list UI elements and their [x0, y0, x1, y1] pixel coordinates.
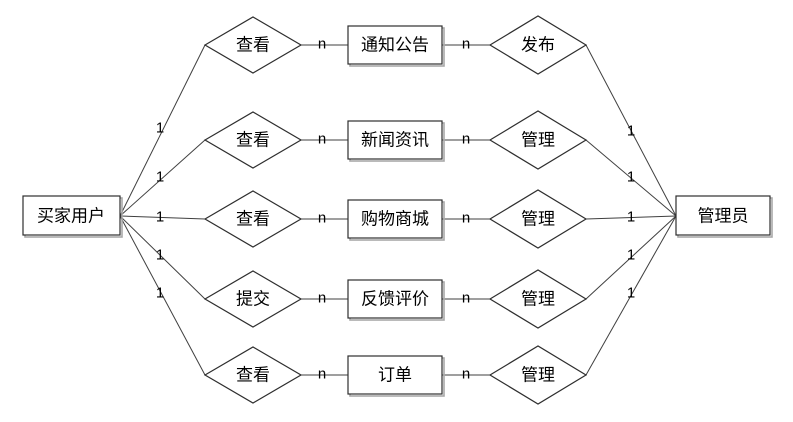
cardinality-label: 1	[156, 169, 164, 186]
object-label: 通知公告	[361, 36, 429, 55]
cardinality-label: 1	[627, 169, 635, 186]
relation-diamond-view-2	[203, 111, 303, 169]
relation-diamond-manage-4	[488, 269, 588, 329]
connector-relation-to-admin-4	[585, 215, 677, 300]
relationship-row-3: 查看 购物商城 管理 1 n n 1	[119, 189, 677, 249]
cardinality-label: n	[318, 210, 326, 227]
cardinality-label: 1	[156, 285, 164, 302]
relation-diamond-view-3	[203, 190, 303, 248]
relation-diamond-manage-3	[488, 189, 588, 249]
cardinality-label: n	[462, 366, 470, 383]
connector-buyer-to-relation-3	[119, 215, 206, 220]
cardinality-label: n	[318, 36, 326, 53]
connector-buyer-to-relation-5	[119, 215, 206, 376]
entity-buyer: 买家用户	[22, 195, 123, 238]
object-label: 反馈评价	[361, 290, 429, 309]
cardinality-label: n	[462, 36, 470, 53]
relationship-row-5: 查看 订单 管理 1 n n 1	[119, 215, 677, 405]
object-label: 订单	[378, 366, 412, 385]
connector-buyer-to-relation-1	[119, 44, 206, 217]
cardinality-label: n	[462, 290, 470, 307]
cardinality-label: n	[318, 131, 326, 148]
entity-buyer-label: 买家用户	[37, 207, 105, 226]
relation-diamond-view-1	[203, 16, 303, 74]
cardinality-label: 1	[627, 123, 635, 140]
cardinality-label: n	[318, 290, 326, 307]
cardinality-label: 1	[156, 209, 164, 226]
relation-label: 发布	[521, 36, 555, 55]
object-box-feedback	[347, 279, 443, 319]
relation-diamond-manage-2	[488, 110, 588, 170]
connector-relation-to-admin-3	[585, 215, 677, 220]
entity-admin-box	[675, 195, 771, 236]
cardinality-label: 1	[627, 247, 635, 264]
relation-label: 查看	[236, 131, 270, 150]
entity-admin-label: 管理员	[698, 207, 749, 226]
cardinality-label: 1	[156, 247, 164, 264]
object-label: 新闻资讯	[361, 131, 429, 150]
object-box-notice	[347, 25, 443, 65]
connector-relation-to-admin-5	[585, 215, 677, 376]
relation-label: 提交	[236, 290, 270, 309]
relation-label: 查看	[236, 366, 270, 385]
relationship-row-4: 提交 反馈评价 管理 1 n n 1	[119, 215, 677, 329]
object-box-news	[347, 120, 443, 160]
relationship-row-1: 查看 通知公告 发布 1 n n 1	[119, 15, 677, 217]
relation-label: 查看	[236, 36, 270, 55]
relation-label: 查看	[236, 210, 270, 229]
connector-buyer-to-relation-4	[119, 215, 206, 300]
cardinality-label: n	[462, 131, 470, 148]
cardinality-label: 1	[627, 209, 635, 226]
cardinality-label: 1	[627, 285, 635, 302]
connector-buyer-to-relation-2	[119, 139, 206, 217]
entity-admin: 管理员	[675, 195, 773, 238]
cardinality-label: n	[462, 210, 470, 227]
cardinality-label: n	[318, 366, 326, 383]
connector-relation-to-admin-1	[585, 44, 677, 217]
cardinality-label: 1	[156, 120, 164, 137]
object-label: 购物商城	[361, 210, 429, 229]
entity-buyer-box	[22, 195, 121, 236]
relation-diamond-view-5	[203, 346, 303, 404]
object-box-order	[347, 355, 443, 395]
connector-relation-to-admin-2	[585, 139, 677, 217]
relation-diamond-submit	[203, 270, 303, 328]
object-box-mall	[347, 199, 443, 239]
relationship-row-2: 查看 新闻资讯 管理 1 n n 1	[119, 110, 677, 217]
relation-diamond-manage-5	[488, 345, 588, 405]
relation-label: 管理	[521, 290, 555, 309]
relation-diamond-publish	[488, 15, 588, 75]
relation-label: 管理	[521, 210, 555, 229]
relation-label: 管理	[521, 366, 555, 385]
relation-label: 管理	[521, 131, 555, 150]
